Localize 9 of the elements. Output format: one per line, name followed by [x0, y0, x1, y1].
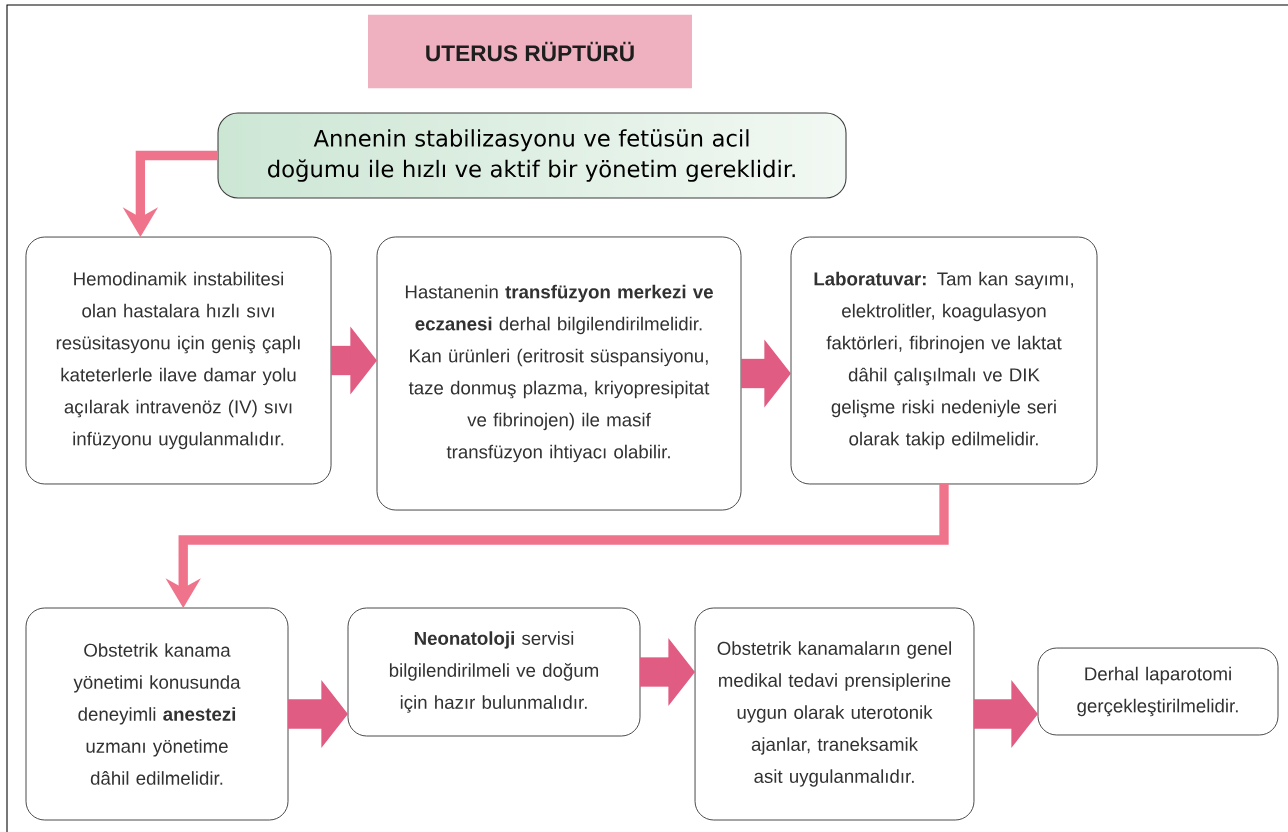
header-box: Annenin stabilizasyonu ve fetüsün acil doğumu ile hızlı ve aktif bir yönetim gereklidir.: [217, 112, 847, 199]
step-box: Neonatoloji servisi bilgilendirilmeli ve doğum için hazır bulunmalıdır.: [347, 607, 641, 737]
step-box: Obstetrik kanama yönetimi konusunda deneyimli anestezi uzmanı yönetime dâhil edilmelidir.: [25, 607, 289, 821]
step-box: Hastanenin transfüzyon merkezi ve eczanesi derhal bilgilendirilmelidir. Kan ürünleri (eritrosit süspansiyonu, taze donmuş plazma, kriyopresipitat ve fibrinojen) ile masif transfüzyon ihtiyacı olabilir.: [376, 236, 742, 511]
step-box: Laboratuvar: Tam kan sayımı, elektrolitler, koagulasyon faktörleri, fibrinojen ve laktat dâhil çalışılmalı ve DIK gelişme riski nedeniyle seri olarak takip edilmelidir.: [790, 236, 1098, 485]
step-box: Derhal laparotomi gerçekleştirilmelidir.: [1037, 647, 1279, 736]
step-box: Obstetrik kanamaların genel medikal tedavi prensiplerine uygun olarak uterotonik ajanlar, traneksamik asit uygulanmalıdır.: [694, 607, 975, 821]
title-banner: UTERUS RÜPTÜRÜ: [368, 14, 692, 89]
step-box: Hemodinamik instabilitesi olan hastalara hızlı sıvı resüsitasyonu için geniş çaplı kateterlerle ilave damar yolu açılarak intravenöz (IV) sıvı infüzyonu uygulanmalıdır.: [25, 236, 332, 485]
